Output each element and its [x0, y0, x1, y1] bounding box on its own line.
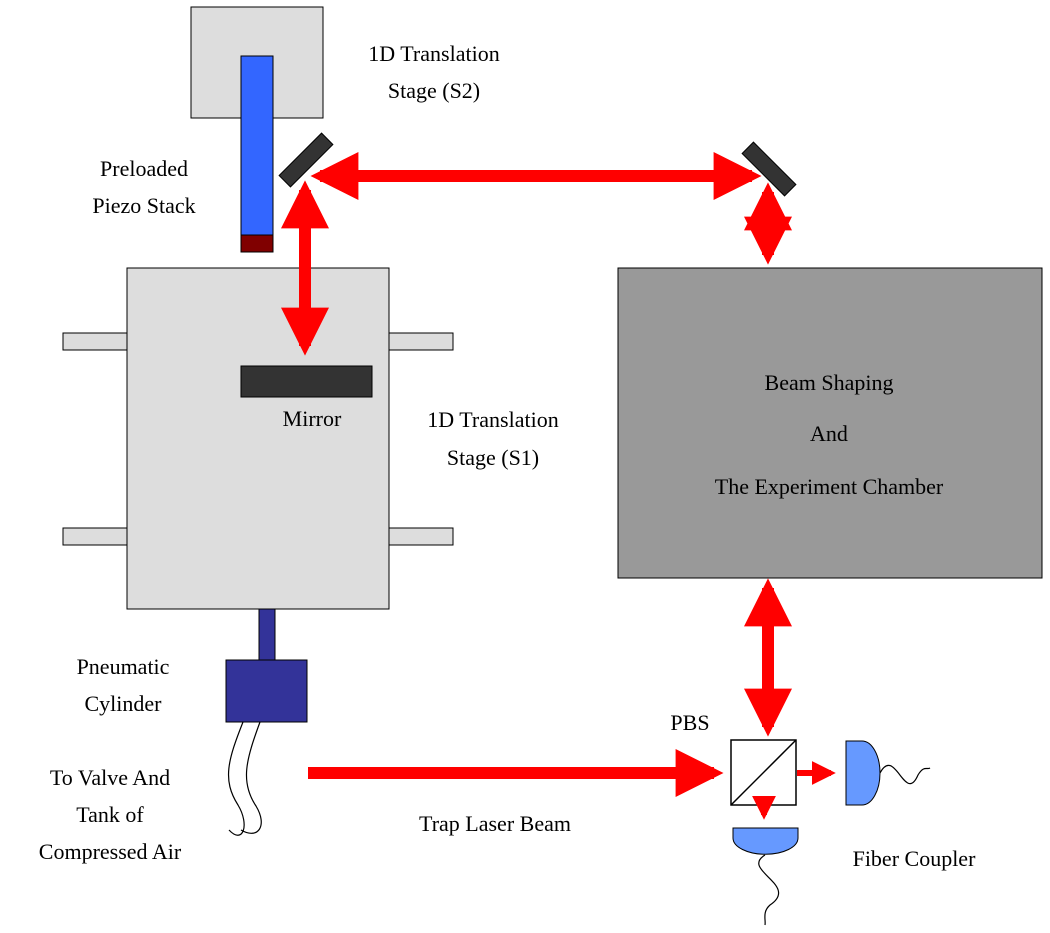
- label-chamber-line3: The Experiment Chamber: [715, 474, 944, 499]
- label-cylinder-line2: Cylinder: [85, 691, 163, 716]
- label-air-line3: Compressed Air: [39, 839, 182, 864]
- air-hose-left: [227, 721, 245, 836]
- label-mirror: Mirror: [283, 406, 342, 431]
- label-pbs: PBS: [670, 710, 709, 735]
- label-stage-s2-line1: 1D Translation: [368, 41, 499, 66]
- mirror: [240, 365, 373, 398]
- pbs-diagonal: [730, 739, 797, 806]
- cylinder-rod: [258, 608, 276, 662]
- label-trap-beam: Trap Laser Beam: [419, 811, 571, 836]
- stage-s1-rail-top-right: [388, 332, 454, 351]
- label-cylinder-line1: Pneumatic: [77, 654, 170, 679]
- label-fiber-coupler: Fiber Coupler: [853, 846, 976, 871]
- label-chamber-line2: And: [810, 421, 848, 446]
- label-air-line2: Tank of: [76, 802, 144, 827]
- stage-s1-box: [126, 267, 390, 610]
- stage-s1-rail-bottom-right: [388, 527, 454, 546]
- label-piezo-line1: Preloaded: [100, 156, 188, 181]
- stage-s1-rail-bottom-left: [62, 527, 128, 546]
- experiment-chamber: [617, 267, 1043, 579]
- label-stage-s2-line2: Stage (S2): [388, 78, 480, 103]
- label-piezo-line2: Piezo Stack: [92, 193, 195, 218]
- fiber-right: [879, 764, 931, 785]
- laser-beams: [281, 152, 836, 820]
- fiber-coupler-right: [845, 740, 881, 806]
- fiber-coupler-bottom: [732, 827, 799, 855]
- label-stage-s1-line2: Stage (S1): [447, 445, 539, 470]
- label-stage-s1-line1: 1D Translation: [427, 407, 558, 432]
- label-air-line1: To Valve And: [50, 765, 170, 790]
- piezo-cap: [240, 234, 274, 253]
- fiber-bottom: [758, 854, 779, 926]
- pneumatic-cylinder: [225, 659, 308, 723]
- angled-mirror-right: [741, 141, 797, 197]
- piezo-stack: [240, 55, 274, 236]
- air-hose-right: [240, 721, 262, 834]
- label-chamber-line1: Beam Shaping: [765, 370, 894, 395]
- stage-s1-rail-top-left: [62, 332, 128, 351]
